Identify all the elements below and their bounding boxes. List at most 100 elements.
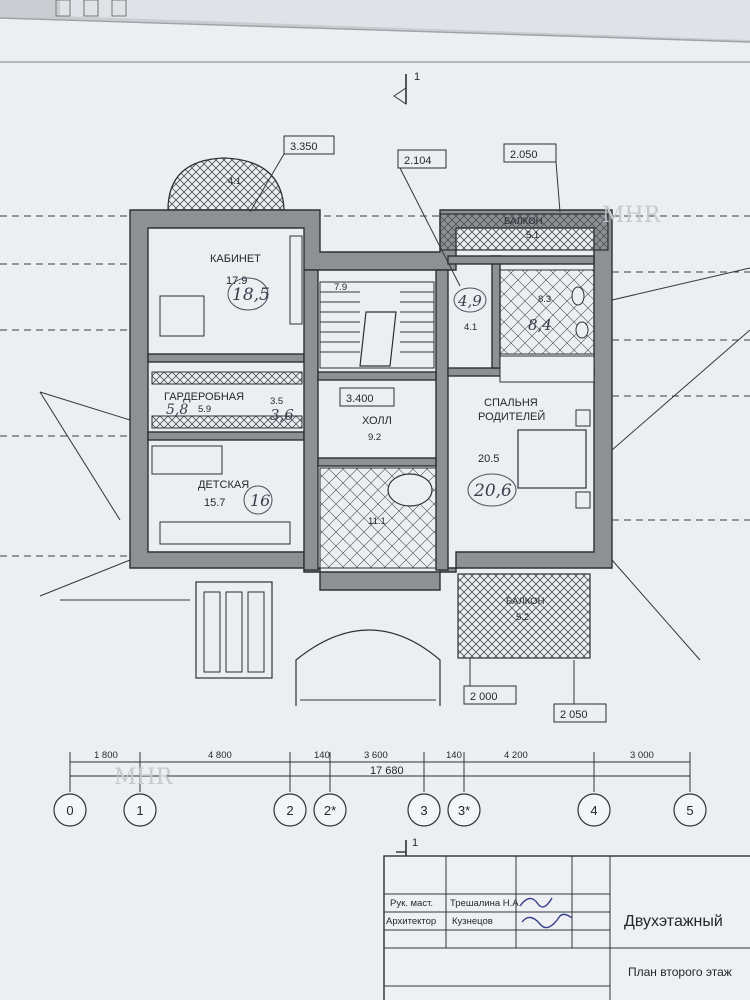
master-bath-area: 8.3 xyxy=(538,294,551,305)
kids-bed xyxy=(151,445,223,475)
kids-name: ДЕТСКАЯ xyxy=(198,479,249,491)
title-row1-role: Рук. маст. xyxy=(390,898,433,909)
leader-2050 xyxy=(503,143,561,213)
dimension-segment: 3 600 xyxy=(364,750,388,761)
roof-slope-right xyxy=(611,559,701,661)
kids-note-ring xyxy=(243,485,273,515)
stair-area: 7.9 xyxy=(334,282,347,293)
roof-slope-right xyxy=(611,267,750,301)
interior-wall xyxy=(303,269,319,571)
interior-wall xyxy=(317,371,437,381)
hall-level-box xyxy=(339,387,395,407)
bed xyxy=(517,429,587,489)
entrance-porch xyxy=(195,581,273,679)
title-row2-role: Архитектор xyxy=(386,916,436,927)
section-mark-top xyxy=(393,74,407,105)
kids-desk xyxy=(159,521,291,545)
bathtub-master xyxy=(499,355,595,383)
master-bath-tiles xyxy=(499,269,595,355)
balcony-top-area: 5.1 xyxy=(526,230,539,241)
master-bath-note: 8,4 xyxy=(528,316,552,334)
bedroom-name-1: СПАЛЬНЯ xyxy=(484,397,538,409)
project-title: Двухэтажный xyxy=(624,913,723,930)
bedside-table xyxy=(575,491,591,509)
bedroom-name-2: РОДИТЕЛЕЙ xyxy=(478,410,545,423)
edge-tab xyxy=(55,0,71,17)
axis-label: 2 xyxy=(286,803,293,818)
dimension-segment: 4 800 xyxy=(208,750,232,761)
balcony-top-name: БАЛКОН xyxy=(504,216,543,227)
paper-top-strip xyxy=(60,0,750,40)
axis-label: 2* xyxy=(324,803,336,818)
bedroom-area: 20.5 xyxy=(478,453,499,465)
staircase xyxy=(319,281,435,369)
hall-level: 3.400 xyxy=(346,393,374,405)
interior-wall xyxy=(317,457,437,467)
bedroom-note: 20,6 xyxy=(473,481,512,501)
paper-edge xyxy=(0,17,750,43)
wardrobe-shelf xyxy=(151,371,303,385)
porch-panel xyxy=(247,591,265,673)
balcony-bottom-name: БАЛКОН xyxy=(506,596,545,607)
roof-slope-right xyxy=(611,329,750,451)
balcony-bottom xyxy=(457,573,591,659)
cabinet-note: 18,5 xyxy=(232,285,270,305)
interior-wall xyxy=(147,431,305,441)
edge-tab xyxy=(111,0,127,17)
leader-label: 2.104 xyxy=(404,155,432,167)
balcony-bottom-area: 5.2 xyxy=(516,612,529,623)
bathtub xyxy=(387,473,433,507)
dimension-total: 17 680 xyxy=(370,765,404,777)
interior-wall xyxy=(491,255,501,369)
interior-wall xyxy=(147,353,305,363)
axis-label: 3 xyxy=(420,803,427,818)
balcony-top xyxy=(439,213,609,251)
roof-arch xyxy=(295,629,441,706)
wardrobe-name: ГАРДЕРОБНАЯ xyxy=(164,391,244,403)
title-row1-name: Трешалина Н.А. xyxy=(450,898,521,909)
leader-label: 3.350 xyxy=(290,141,318,153)
dimension-segment: 140 xyxy=(314,750,330,761)
title-block xyxy=(383,855,750,1000)
kids-note: 16 xyxy=(250,491,270,510)
leader-label: 2 050 xyxy=(560,709,588,721)
leader-3350 xyxy=(249,135,335,213)
axis-label: 0 xyxy=(66,803,73,818)
axis-label: 5 xyxy=(686,803,693,818)
wc-note-ring xyxy=(453,287,487,313)
corridor-note: 3,6 xyxy=(270,406,294,424)
dimension-segment: 140 xyxy=(446,750,462,761)
toilet xyxy=(571,286,585,306)
axis-bubbles xyxy=(53,793,707,827)
interior-wall xyxy=(435,269,449,571)
watermark-bottom: MHR xyxy=(114,765,174,790)
wardrobe-note: 5,8 xyxy=(166,402,188,418)
axis-label: 1 xyxy=(136,803,143,818)
dimension-segment: 4 200 xyxy=(504,750,528,761)
axis-label: 3* xyxy=(458,803,470,818)
wardrobe-area: 5.9 xyxy=(198,404,211,415)
signature-mark xyxy=(519,897,573,929)
kids-area: 15.7 xyxy=(204,497,225,509)
section-number-top: 1 xyxy=(414,71,420,83)
bedside-table xyxy=(575,409,591,427)
leader-label: 2 000 xyxy=(470,691,498,703)
watermark-top: MHR xyxy=(602,203,662,228)
bath-area: 11.1 xyxy=(368,516,386,527)
dimension-segment: 3 000 xyxy=(630,750,654,761)
desk xyxy=(159,295,205,337)
edge-tab xyxy=(83,0,99,17)
hall-area: 9.2 xyxy=(368,432,381,443)
axis-label: 4 xyxy=(590,803,597,818)
section-number-bottom: 1 xyxy=(412,837,418,849)
title-row2-name: Кузнецов xyxy=(452,916,493,927)
wc-note: 4,9 xyxy=(457,292,482,310)
interior-wall xyxy=(447,255,595,265)
leader-label: 2.050 xyxy=(510,149,538,161)
cabinet-note-ring xyxy=(227,277,269,311)
wc-area: 4.1 xyxy=(464,322,477,333)
porch-panel xyxy=(203,591,221,673)
cabinet-name: КАБИНЕТ xyxy=(210,253,261,265)
